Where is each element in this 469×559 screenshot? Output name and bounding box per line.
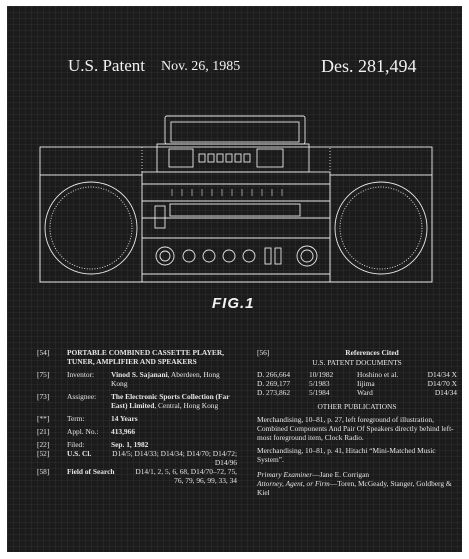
- ref-class: D14/34: [434, 388, 457, 397]
- field-21: [21] Appl. No.: 413,966: [37, 427, 237, 436]
- field-label: Filed:: [67, 440, 85, 449]
- bibliographic-column: [54] PORTABLE COMBINED CASSETTE PLAYER, …: [37, 348, 237, 489]
- inventor-location: , Aberdeen, Hong Kong: [111, 370, 220, 388]
- references-title: References Cited: [345, 348, 399, 357]
- field-code: [**]: [37, 414, 50, 423]
- examiner-name: —Jane E. Corrigan: [312, 470, 370, 479]
- ref-date: 5/1983: [309, 379, 330, 388]
- field-label: U.S. Cl.: [67, 449, 92, 458]
- publication-2: Merchandising, 10–81, p. 41, Hitachi “Mi…: [257, 446, 436, 464]
- attorney: Attorney, Agent, or Firm—Toren, McGeady,…: [257, 479, 457, 497]
- field-term: [**] Term: 14 Years: [37, 414, 237, 423]
- patent-title: PORTABLE COMBINED CASSETTE PLAYER, TUNER…: [67, 348, 225, 366]
- inventor-value: Vinod S. Sajanani, Aberdeen, Hong Kong: [111, 370, 237, 388]
- reference-row: D. 266,664 10/1982 Hoshino et al. D14/34…: [257, 370, 457, 379]
- inventor-name: Vinod S. Sajanani: [111, 370, 168, 379]
- field-code: [21]: [37, 427, 50, 436]
- patent-date: Nov. 26, 1985: [161, 59, 241, 74]
- field-73: [73] Assignee: The Electronic Sports Col…: [37, 392, 237, 410]
- figure-label: FIG.1: [212, 295, 255, 312]
- term-value: 14 Years: [111, 414, 138, 423]
- field-code: [75]: [37, 370, 50, 379]
- ref-number: D. 266,664: [257, 370, 291, 379]
- field-22: [22] Filed: Sep. 1, 1982: [37, 440, 237, 449]
- field-label: Term:: [67, 414, 85, 423]
- field-code: [52]: [37, 449, 50, 458]
- publication-1: Merchandising, 10–81, p. 27, left foregr…: [257, 415, 454, 442]
- field-58: [58] Field of Search D14/1, 2, 5, 6, 68,…: [37, 467, 237, 485]
- appl-no-value: 413,966: [111, 427, 136, 436]
- other-publications-heading: OTHER PUBLICATIONS: [317, 402, 397, 411]
- patent-label: U.S. Patent: [68, 56, 145, 75]
- field-54: [54] PORTABLE COMBINED CASSETTE PLAYER, …: [37, 348, 237, 366]
- boombox-drawing: [39, 115, 433, 283]
- field-label: Assignee:: [67, 392, 97, 401]
- attorney-name: —Toren, McGeady, Stanger, Goldberg & Kie…: [257, 479, 452, 497]
- field-label: Appl. No.:: [67, 427, 99, 436]
- primary-examiner: Primary Examiner—Jane E. Corrigan: [257, 470, 457, 479]
- field-code: [58]: [37, 467, 50, 476]
- field-75: [75] Inventor: Vinod S. Sajanani, Aberde…: [37, 370, 237, 388]
- ref-date: 10/1982: [309, 370, 334, 379]
- references-column: [56] References Cited U.S. PATENT DOCUME…: [257, 348, 457, 497]
- assignee-location: , Central, Hong Kong: [154, 401, 219, 410]
- field-of-search-value: D14/1, 2, 5, 6, 68, D14/70–72, 75, 76, 7…: [135, 467, 237, 485]
- ref-class: D14/34 X: [427, 370, 457, 379]
- ref-class: D14/70 X: [427, 379, 457, 388]
- field-code: [54]: [37, 348, 50, 357]
- reference-list: D. 266,664 10/1982 Hoshino et al. D14/34…: [257, 370, 457, 397]
- patent-number: Des. 281,494: [321, 56, 417, 76]
- ref-name: Hoshino et al.: [357, 370, 399, 379]
- field-code: [73]: [37, 392, 50, 401]
- reference-row: D. 273,862 5/1984 Ward D14/34: [257, 388, 457, 397]
- ref-name: Iijima: [357, 379, 375, 388]
- examiner-label: Primary Examiner: [257, 470, 313, 479]
- reference-row: D. 269,177 5/1983 Iijima D14/70 X: [257, 379, 457, 388]
- field-code: [22]: [37, 440, 50, 449]
- ref-name: Ward: [357, 388, 373, 397]
- filed-value: Sep. 1, 1982: [111, 440, 149, 449]
- us-patent-documents-heading: U.S. PATENT DOCUMENTS: [312, 358, 402, 367]
- ref-date: 5/1984: [309, 388, 330, 397]
- field-code: [56]: [257, 348, 270, 357]
- attorney-label: Attorney, Agent, or Firm: [257, 479, 330, 488]
- field-56: [56] References Cited: [257, 348, 457, 357]
- field-52: [52] U.S. Cl. D14/5; D14/33; D14/34; D14…: [37, 449, 237, 467]
- patent-sheet: U.S. Patent Nov. 26, 1985 Des. 281,494: [7, 6, 462, 552]
- ref-number: D. 273,862: [257, 388, 291, 397]
- field-label: Field of Search: [67, 467, 115, 476]
- field-label: Inventor:: [67, 370, 95, 379]
- ref-number: D. 269,177: [257, 379, 291, 388]
- us-cl-value: D14/5; D14/33; D14/34; D14/70; D14/72; D…: [112, 449, 237, 467]
- assignee-value: The Electronic Sports Collection (Far Ea…: [111, 392, 237, 410]
- assignee-name: The Electronic Sports Collection (Far Ea…: [111, 392, 230, 410]
